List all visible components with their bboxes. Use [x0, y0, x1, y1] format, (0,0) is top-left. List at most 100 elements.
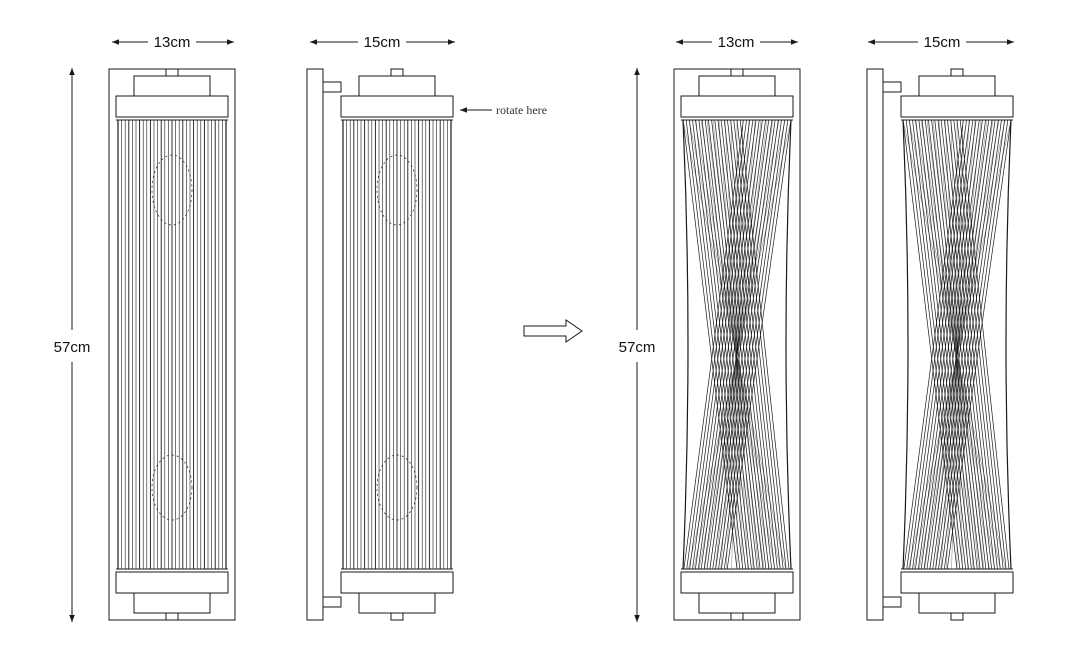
twisted-rod: [700, 119, 770, 570]
top-nub: [390, 68, 404, 77]
twisted-rod: [909, 119, 971, 570]
twisted-rod: [709, 119, 768, 570]
twisted-rod: [685, 119, 741, 570]
twisted-rod: [686, 119, 747, 570]
bottom-collar: [680, 571, 794, 594]
twisted-rod: [920, 119, 990, 570]
bottom-collar: [340, 571, 454, 594]
twisted-rod: [694, 119, 776, 570]
bulb-outline: [376, 454, 418, 521]
twisted-rod: [909, 119, 964, 570]
width-label: 15cm: [924, 34, 961, 51]
wall-plate: [306, 68, 324, 621]
twisted-rod: [947, 119, 998, 570]
top-cap: [358, 75, 436, 97]
twisted-rod: [695, 119, 749, 570]
wall-plate: [866, 68, 884, 621]
twisted-rod: [701, 119, 755, 570]
twisted-rod: [908, 119, 1001, 570]
twisted-rod: [718, 119, 754, 570]
twisted-rod: [944, 119, 969, 570]
twisted-rod: [725, 119, 750, 570]
top-cap: [133, 75, 211, 97]
twisted-rod: [953, 119, 1004, 570]
twisted-rod: [918, 119, 1000, 570]
top-nub: [165, 68, 179, 77]
twisted-rod: [730, 119, 781, 570]
dim-width-front-right: 13cm: [676, 34, 798, 51]
top-nub: [950, 68, 964, 77]
twisted-rod: [903, 119, 964, 570]
dim-height-right: 57cm: [619, 68, 656, 622]
twisted-rod: [906, 119, 967, 570]
twisted-rod: [698, 119, 780, 570]
twisted-rod: [727, 119, 778, 570]
bottom-nub: [730, 612, 744, 621]
twisted-rod: [905, 119, 961, 570]
twisted-rod: [689, 119, 751, 570]
twisted-rod: [959, 119, 1010, 570]
twisted-rod: [914, 119, 996, 570]
twisted-rod: [940, 119, 976, 570]
lamp-front-view-straight: [108, 68, 236, 621]
bottom-collar: [900, 571, 1014, 594]
bottom-cap: [698, 592, 776, 614]
twisted-rod: [937, 119, 990, 570]
twisted-rod: [704, 119, 758, 570]
rotate-note: rotate here: [496, 103, 547, 117]
twisted-rod: [730, 119, 743, 570]
lamp-side-view-twisted: [866, 68, 1014, 621]
glass-edge: [1005, 119, 1012, 570]
twisted-rod: [945, 119, 970, 570]
twisted-rod: [908, 119, 1012, 570]
twisted-rod: [924, 119, 978, 570]
rotate-annotation: rotate here: [460, 103, 547, 117]
bottom-collar: [115, 571, 229, 594]
twisted-rod: [718, 119, 782, 570]
twisted-rod: [688, 119, 781, 570]
twisted-rod: [946, 119, 1012, 570]
width-label: 13cm: [718, 34, 755, 51]
twisted-rod: [938, 119, 974, 570]
top-cap: [918, 75, 996, 97]
dim-height-left: 57cm: [54, 68, 90, 622]
dim-width-front-left: 13cm: [112, 34, 234, 51]
twisted-rod: [950, 119, 963, 570]
twisted-rod: [912, 119, 974, 570]
top-cap: [698, 75, 776, 97]
twisted-rod: [935, 119, 999, 570]
right-arrow-outline-icon: [523, 319, 583, 343]
twisted-rod: [950, 119, 1001, 570]
twisted-rod: [700, 119, 763, 570]
width-label: 13cm: [154, 34, 191, 51]
bottom-cap: [358, 592, 436, 614]
twisted-rod: [683, 119, 744, 570]
bottom-cap: [133, 592, 211, 614]
twisted-rod: [720, 119, 773, 570]
top-collar: [115, 95, 229, 118]
dim-width-side-right: 15cm: [868, 34, 1014, 51]
twisted-rod: [682, 119, 786, 570]
twisted-rod: [714, 119, 767, 570]
bottom-nub: [950, 612, 964, 621]
twisted-rod: [913, 119, 1006, 570]
twisted-rod: [902, 119, 1006, 570]
twisted-rod: [935, 119, 982, 570]
twisted-rod: [739, 119, 790, 570]
height-label: 57cm: [619, 339, 656, 356]
twisted-rod: [951, 119, 964, 570]
twisted-rod: [726, 119, 792, 570]
bottom-nub: [390, 612, 404, 621]
lamp-front-view-twisted: [673, 68, 801, 621]
twisted-rod: [932, 119, 979, 570]
twisted-rod: [929, 119, 988, 570]
twisted-rod: [723, 119, 789, 570]
twisted-rod: [926, 119, 985, 570]
twisted-rod: [733, 119, 784, 570]
twisted-rod: [943, 119, 1009, 570]
top-collar: [340, 95, 454, 118]
twisted-rod: [720, 119, 756, 570]
twisted-rod: [940, 119, 993, 570]
bulb-outline: [151, 154, 193, 226]
twisted-rod: [921, 119, 975, 570]
